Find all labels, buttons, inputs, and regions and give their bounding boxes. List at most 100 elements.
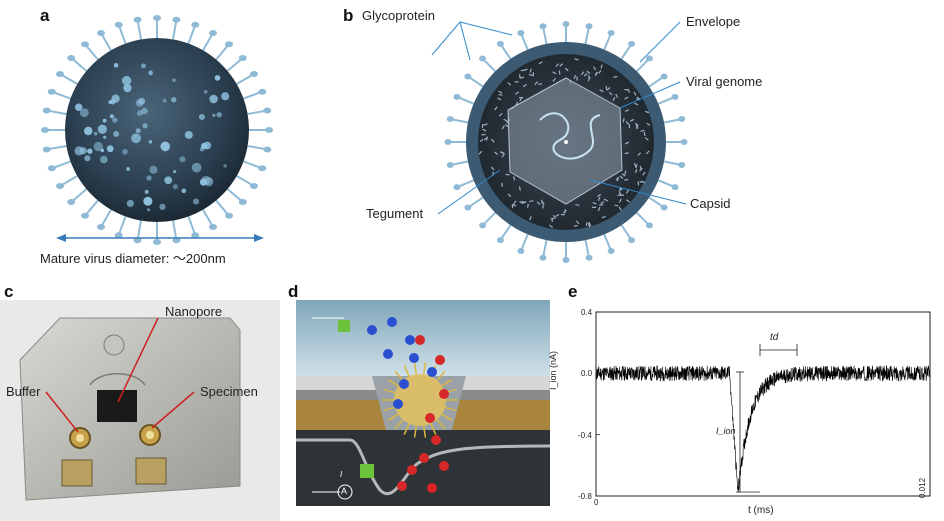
electrode-bottom <box>360 464 374 478</box>
surface-spot <box>164 176 173 185</box>
spike-tip <box>496 40 504 47</box>
surface-spot <box>216 112 222 118</box>
surface-spot <box>146 175 152 181</box>
anion <box>387 317 397 327</box>
virus-spike <box>383 388 396 394</box>
spike-tip <box>56 183 65 189</box>
cation <box>397 481 407 491</box>
tegument-particle <box>644 110 650 114</box>
panel-e-letter: e <box>568 282 578 301</box>
capsid-label: Capsid <box>690 196 731 211</box>
spike-tip <box>133 237 142 244</box>
spike-tip <box>249 183 258 189</box>
x-tick-1: 0.012 <box>918 477 927 498</box>
tegument-particle <box>625 189 630 194</box>
tegument-particle <box>494 151 499 155</box>
surface-spot <box>209 94 218 104</box>
spike-tip <box>678 115 686 122</box>
x-axis-label: t (ms) <box>748 505 774 516</box>
spike <box>136 220 143 241</box>
current-symbol: I <box>340 470 343 479</box>
tegument-particle <box>538 83 543 86</box>
surface-spot <box>93 141 103 152</box>
anion <box>405 335 415 345</box>
glycoprotein-label: Glycoprotein <box>362 8 435 23</box>
tegument-particle <box>520 76 525 79</box>
spike-tip <box>209 30 217 37</box>
surface-spot <box>172 78 176 83</box>
tegument-particle <box>618 206 622 211</box>
surface-spot <box>159 203 166 211</box>
spike <box>117 216 127 236</box>
surface-spot <box>79 108 89 118</box>
virus-spike <box>422 362 427 375</box>
tegument-particle <box>614 204 619 207</box>
tegument-particle <box>629 118 635 122</box>
tegument-particle <box>599 89 604 93</box>
tegument-particle <box>515 91 520 95</box>
spike-tip <box>585 23 593 30</box>
spike-tip <box>585 254 593 261</box>
spike-tip <box>209 223 217 230</box>
tegument-particle <box>634 122 639 127</box>
tegument-particle <box>513 200 517 205</box>
spike-tip <box>238 55 247 62</box>
spike-tip <box>496 237 504 244</box>
spike-tip <box>464 204 472 211</box>
tegument-particle <box>529 68 532 73</box>
current-trace <box>595 364 931 493</box>
surface-spot <box>144 189 149 194</box>
spike-tip <box>114 232 123 239</box>
tegument-particle <box>625 121 630 125</box>
surface-spot <box>143 196 153 206</box>
tegument-particle <box>529 216 532 221</box>
viral-genome-strand <box>539 112 601 160</box>
spike-tip <box>678 162 686 169</box>
envelope-label: Envelope <box>686 14 741 29</box>
surface-spot <box>148 70 153 76</box>
tegument-particle <box>637 152 642 156</box>
tegument-particle <box>633 163 637 168</box>
spike-tip <box>453 93 461 100</box>
tegument-particle <box>645 150 650 155</box>
td-annotation: td <box>770 332 779 343</box>
tegument-particle <box>587 222 591 228</box>
tegument-particle <box>605 86 608 91</box>
tegument-particle <box>575 220 580 225</box>
surface-spot <box>179 156 186 163</box>
spike <box>215 43 230 61</box>
tegument-particle <box>624 109 630 112</box>
spike-tip <box>224 41 233 48</box>
surface-spots <box>74 63 230 212</box>
spike-tip <box>42 146 51 153</box>
spike-tip <box>660 204 668 211</box>
panel-c-letter: c <box>4 282 14 301</box>
tegument-particle <box>497 97 502 101</box>
surface-spot <box>212 113 216 117</box>
tegument-particle <box>597 207 601 212</box>
tegument-particle <box>601 215 606 219</box>
spike-tip <box>153 239 161 245</box>
y-tick-2: -0.4 <box>578 431 592 440</box>
tegument-particle <box>624 170 627 175</box>
tegument-particle <box>615 176 620 181</box>
panel-d-letter: d <box>288 282 299 301</box>
surface-spot <box>148 140 153 144</box>
spike-tip <box>539 23 547 30</box>
virus-spike <box>430 423 437 435</box>
surface-spot <box>106 145 114 153</box>
tegument-particle <box>639 165 642 171</box>
tegument-particle <box>482 128 487 132</box>
surface-spot <box>184 130 193 139</box>
glycoprotein-spikes <box>41 15 273 245</box>
spike <box>136 19 143 40</box>
spike-tip <box>258 165 267 172</box>
y-tick-3: -0.8 <box>578 492 592 501</box>
tegument-particle <box>552 214 557 219</box>
surface-spot <box>97 124 107 134</box>
surface-spot <box>192 198 200 205</box>
tegument-particle <box>549 224 553 228</box>
surface-spot <box>147 208 151 212</box>
surface-spot <box>111 94 120 103</box>
